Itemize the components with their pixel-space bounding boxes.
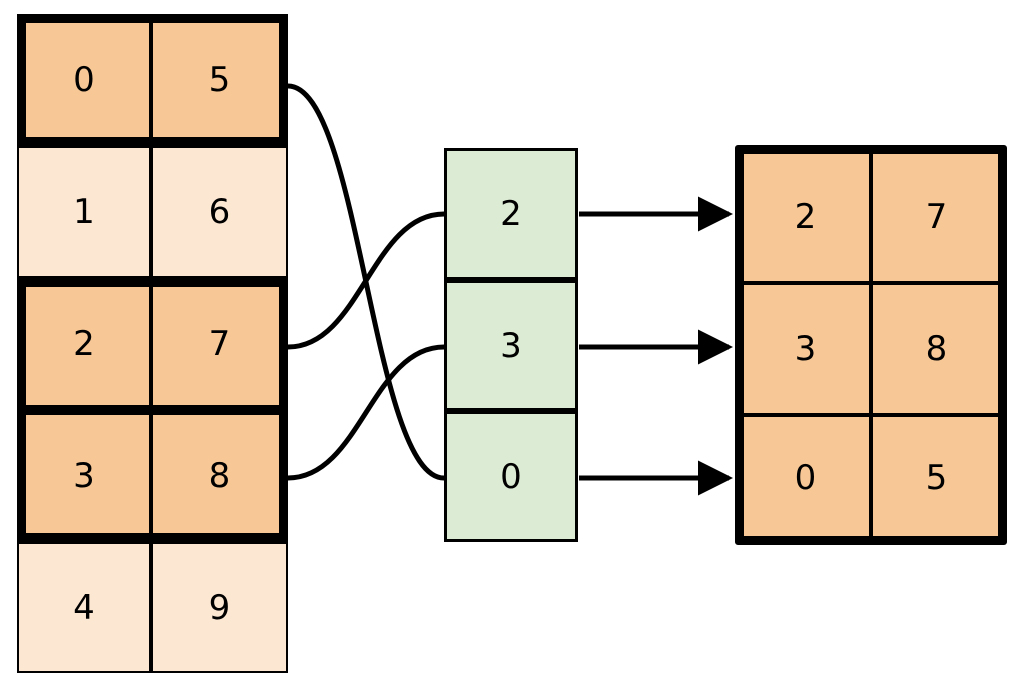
source-cell-r3c1: 8 (151, 410, 288, 542)
result-cell-r2c1: 5 (871, 415, 1002, 540)
result-cell-r0c0: 2 (740, 150, 871, 283)
connector-row-0-to-slot-2 (285, 83, 447, 481)
index-cell-2: 0 (444, 411, 578, 542)
source-cell-r0c0: 0 (17, 14, 151, 146)
connector-row-3-to-slot-1 (285, 344, 447, 481)
result-cell-r1c0: 3 (740, 283, 871, 415)
index-cell-1: 3 (444, 280, 578, 411)
result-cell-r2c0: 0 (740, 415, 871, 540)
source-cell-r3c0: 3 (17, 410, 151, 542)
source-highlight-divider (17, 405, 288, 415)
index-cell-0: 2 (444, 148, 578, 280)
source-cell-r4c1: 9 (151, 542, 288, 673)
source-cell-r1c0: 1 (17, 146, 151, 278)
source-cell-r1c1: 6 (151, 146, 288, 278)
result-cell-r1c1: 8 (871, 283, 1002, 415)
source-cell-r4c0: 4 (17, 542, 151, 673)
source-cell-r2c0: 2 (17, 278, 151, 410)
source-cell-r0c1: 5 (151, 14, 288, 146)
connector-row-2-to-slot-0 (285, 211, 447, 350)
source-cell-r2c1: 7 (151, 278, 288, 410)
result-cell-r0c1: 7 (871, 150, 1002, 283)
